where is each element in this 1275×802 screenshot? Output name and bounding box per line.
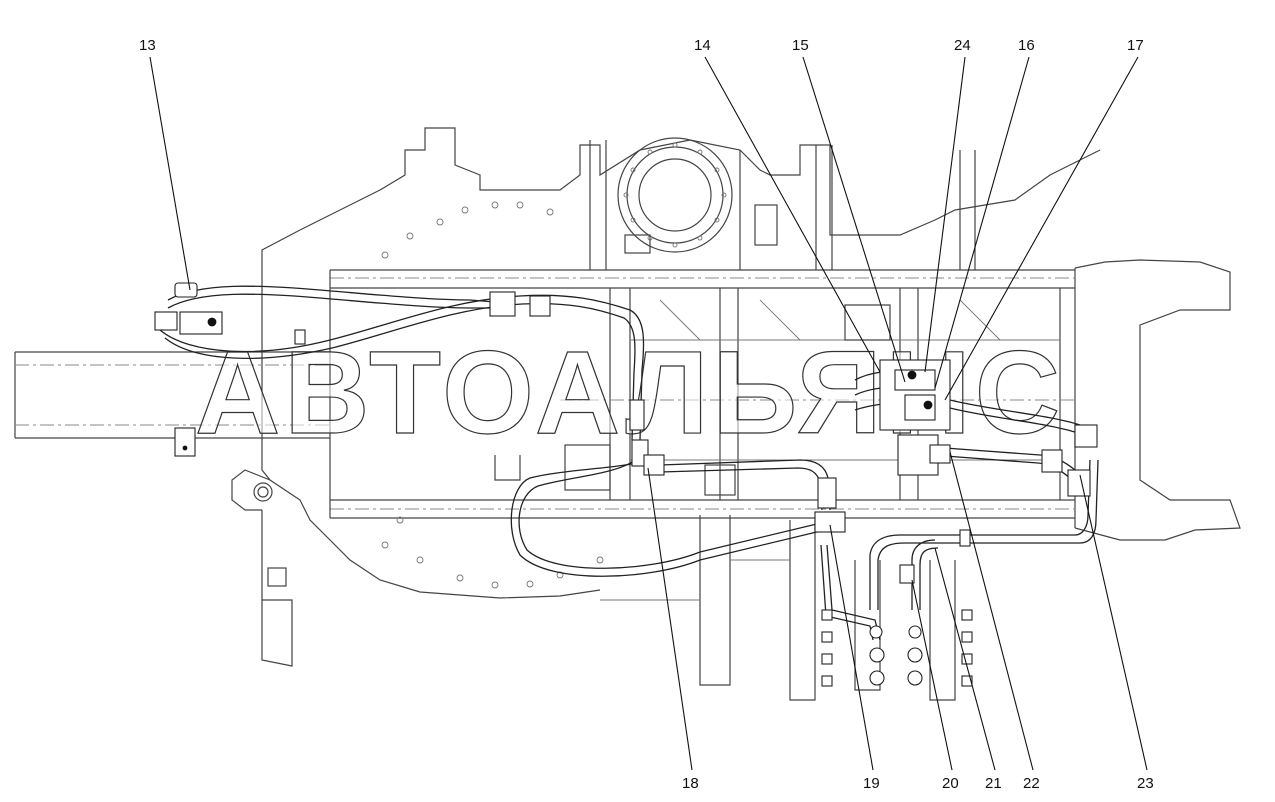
callout-18: 18 [682,775,699,792]
callout-19: 19 [863,775,880,792]
callout-22: 22 [1023,775,1040,792]
components [154,282,1098,687]
callout-17: 17 [1127,37,1144,54]
chassis-frame [14,127,1241,701]
callout-15: 15 [792,37,809,54]
callout-23: 23 [1137,775,1154,792]
callout-21: 21 [985,775,1002,792]
callout-16: 16 [1018,37,1035,54]
callout-24: 24 [954,37,971,54]
callout-leaders [149,56,1148,771]
callout-20: 20 [942,775,959,792]
callout-14: 14 [694,37,711,54]
watermark-text: АВТОАЛЬЯНС [195,327,1064,459]
callout-13: 13 [139,37,156,54]
callout-labels: 13 14 15 24 16 17 18 19 20 21 22 23 [139,37,1154,792]
